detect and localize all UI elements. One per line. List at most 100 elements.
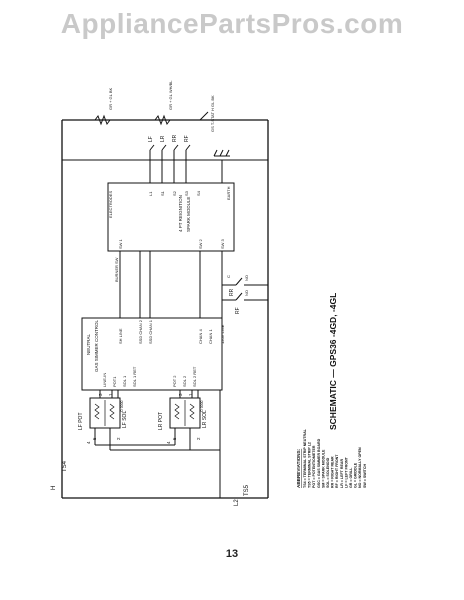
gsc-terminal-label: SSD CHAN 2 bbox=[138, 319, 143, 344]
lr-pot-box bbox=[169, 397, 201, 429]
lf-sol-tag: O 0000 bbox=[120, 400, 124, 412]
gsc-title-neutral: NEUTRAL bbox=[86, 333, 91, 355]
lf-pot-label: LF POT bbox=[78, 412, 84, 430]
sm-terminal-label: S1 bbox=[160, 190, 165, 196]
electrode-lr: LR bbox=[160, 135, 166, 142]
abbreviation-item: POT = POTENTIOMETER bbox=[312, 445, 316, 488]
burner-switches: RR RF NO NO C bbox=[222, 275, 268, 314]
sm-terminal-label: L1 bbox=[148, 191, 153, 196]
h-label: H bbox=[51, 486, 57, 490]
gsc-right-terminals: SH LINE SSD CHAN 2 SSD CHAN 1 CHAN 4 CHAN 1 1… bbox=[118, 319, 225, 344]
pot-pin-number: 3 bbox=[178, 393, 183, 396]
earth-ground-symbol bbox=[213, 149, 230, 157]
pot-pin-number: 4 bbox=[86, 441, 91, 444]
gr-wh-resistor bbox=[154, 114, 171, 126]
abbreviation-item: SW = SWITCH bbox=[363, 464, 367, 488]
lf-sol-label: LF SOL bbox=[122, 411, 128, 428]
abbreviation-item: LF = LEFT FRONT bbox=[344, 456, 348, 488]
pot-return-wires bbox=[94, 390, 221, 498]
gr-bk-label: GR + GL BK bbox=[108, 87, 113, 110]
watermark-text: AppliancePartsPros.com bbox=[60, 8, 404, 39]
lf-sol-symbol bbox=[109, 403, 115, 420]
page-number: 13 bbox=[225, 548, 239, 560]
abbreviation-item: GL = GRIDDLE bbox=[354, 462, 358, 488]
gsc-terminal-label: CHAN 1 bbox=[208, 329, 213, 344]
abbreviation-item: NO = NORMALLY OPEN bbox=[358, 447, 362, 488]
sm-terminal-label: SW 3 bbox=[220, 238, 225, 249]
abbreviation-item: GSC = GAS SIMMER BOARD bbox=[317, 438, 321, 488]
sm-terminal-label: S4 bbox=[196, 190, 201, 196]
abbreviation-item: LR = LEFT REAR bbox=[340, 459, 344, 488]
abbreviation-item: RR = RIGHT REAR bbox=[331, 456, 335, 488]
gsc-terminal-label: SH LINE bbox=[118, 328, 123, 344]
top-loads: GR + GL BK GR + GL WH/BL GS T-STAT H GL … bbox=[94, 80, 268, 132]
gr-wh-label: GR + GL WH/BL bbox=[168, 80, 173, 110]
rf-label: RF bbox=[235, 307, 241, 314]
lr-sol-label: LR SOL bbox=[202, 410, 208, 428]
lf-pot-box bbox=[89, 397, 121, 429]
burner-sw-label: BURNER SW bbox=[114, 257, 119, 282]
pot-pin-number: 3 bbox=[98, 393, 103, 396]
lr-pot-symbol bbox=[174, 403, 180, 420]
gsc-terminal-label: POT1 bbox=[112, 376, 117, 387]
sm-terminal-label: SW 1 bbox=[118, 238, 123, 249]
electrode-lf: LF bbox=[148, 136, 154, 142]
pot-pin-number: 4 bbox=[166, 441, 171, 444]
gsc-terminal-label: SOL 2 bbox=[182, 375, 187, 387]
gr-bk-resistor bbox=[94, 114, 111, 126]
gsc-terminal-label: 120V LINE bbox=[220, 324, 225, 344]
gsc-terminal-label: CHAN 4 bbox=[198, 329, 203, 344]
gsc-terminal-label: SOL 1 bbox=[122, 375, 127, 387]
abbreviations-legend: ABBREVIATIONS: TS4 = TERMINAL STRIP NEUT… bbox=[296, 428, 367, 488]
gs-switch-label: GS T-STAT H GL BK bbox=[210, 95, 215, 132]
pot-pin-number: 2 bbox=[116, 437, 121, 440]
lr-pot-label: LR POT bbox=[158, 412, 164, 430]
sm-terminal-label: S2 bbox=[172, 190, 177, 196]
gsc-terminal-label: SOL 2 RET bbox=[192, 366, 197, 387]
gsc-terminal-label: SOL 1 RET bbox=[132, 366, 137, 387]
abbreviation-item: TS5 = TERMINAL STRIP L2 bbox=[308, 442, 312, 488]
interconnect-wires: BURNER SW bbox=[114, 251, 223, 318]
sm-title-1: 4 PT REIGNITION bbox=[178, 195, 183, 232]
spark-module-box bbox=[107, 182, 235, 252]
gas-simmer-box bbox=[81, 317, 223, 391]
rr-switch-contact bbox=[235, 277, 243, 286]
rr-label: RR bbox=[229, 288, 235, 296]
sm-terminal-label: S3 bbox=[184, 190, 189, 196]
abbreviation-item: SOL = SOLENOID bbox=[326, 457, 330, 488]
gsc-terminal-label: SSD CHAN 1 bbox=[148, 319, 153, 344]
electrode-rf: RF bbox=[184, 135, 190, 142]
lf-pot-symbol bbox=[94, 403, 100, 420]
sm-electrodes-label: ELECTRODES bbox=[108, 191, 113, 218]
no-label-1: NO bbox=[244, 275, 249, 281]
no-label-2: NO bbox=[244, 290, 249, 296]
com-label: C bbox=[226, 275, 231, 278]
gsc-terminal-label: LINE-IN bbox=[102, 373, 107, 387]
l2-label: L2 bbox=[234, 499, 240, 506]
pot-pin-number: 2 bbox=[196, 437, 201, 440]
lr-sol-symbol bbox=[189, 403, 195, 420]
electrodes: LF LR RR RF bbox=[148, 134, 230, 183]
sm-earth-label: EARTH bbox=[226, 186, 231, 200]
gsc-title: GAS SIMMER CONTROL bbox=[94, 319, 99, 372]
abbreviation-item: TS4 = TERMINAL STRIP NEUTRAL bbox=[303, 428, 307, 488]
rf-switch-contact bbox=[235, 292, 243, 301]
ts4-label: TS4 bbox=[62, 460, 68, 472]
lr-sol-tag: O 0000 bbox=[200, 400, 204, 412]
ts5-label: TS5 bbox=[244, 484, 250, 496]
abbreviation-item: GR = GRILL bbox=[349, 467, 353, 488]
gsc-left-terminals: LINE-IN POT1 SOL 1 SOL 1 RET POT 2 SOL 2 SOL 2… bbox=[102, 366, 197, 387]
abbreviations-heading: ABBREVIATIONS: bbox=[296, 448, 301, 488]
spark-module: 4 PT REIGNITION SPARK MODULE ELECTRODES … bbox=[107, 182, 235, 252]
gsc-terminal-label: POT 2 bbox=[172, 375, 177, 387]
pot-pin-number: 1 bbox=[188, 393, 193, 396]
gs-switch-contact bbox=[199, 111, 209, 121]
